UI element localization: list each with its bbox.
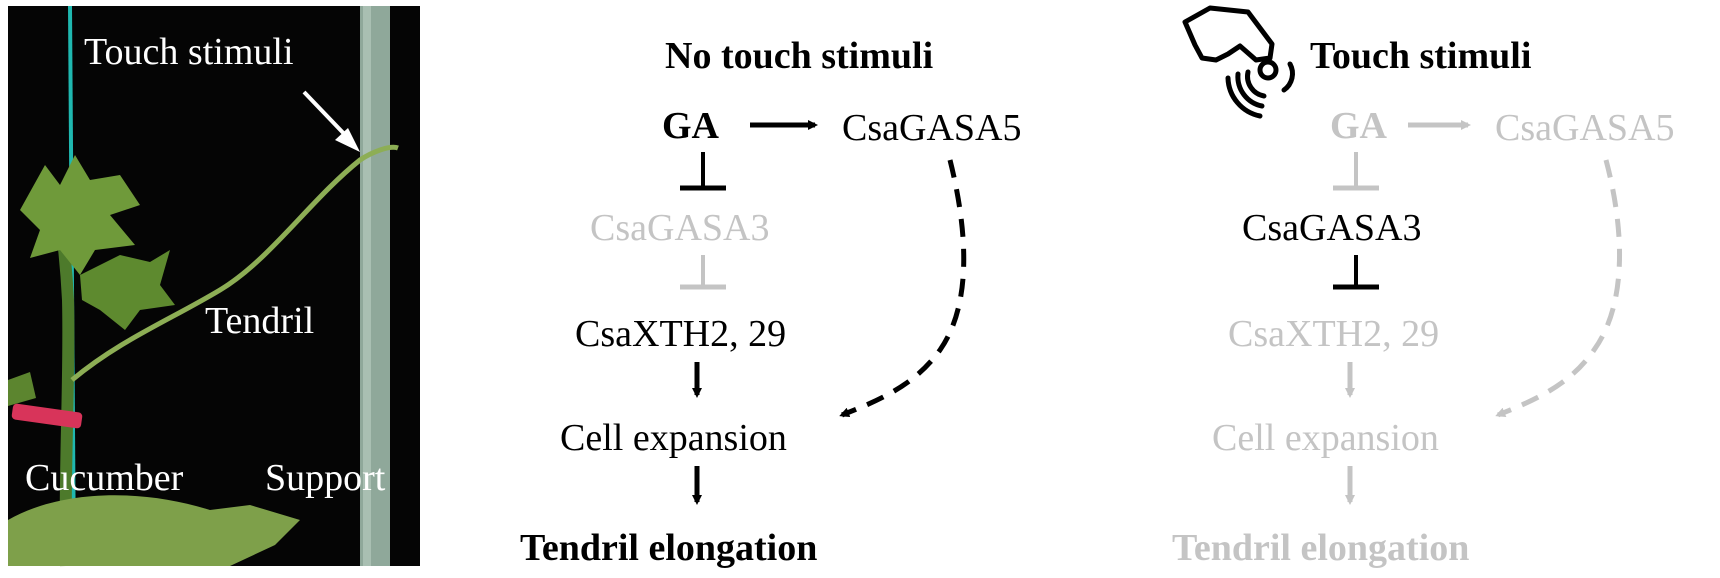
- touch-arrow-head: [335, 128, 360, 152]
- no-touch-gasa3: CsaGASA3: [590, 207, 769, 249]
- left-leaf: [8, 372, 36, 406]
- touch-ga: GA: [1330, 105, 1388, 147]
- red-clip: [11, 403, 83, 429]
- touch-gasa5: CsaGASA5: [1495, 107, 1674, 149]
- cucumber-tendril-photo: Touch stimuli Tendril Cucumber Support: [8, 5, 420, 567]
- touch-arrow: [302, 90, 352, 142]
- no-touch-pathway: No touch stimuli GA CsaGASA5 CsaGASA3 Cs…: [520, 35, 1021, 569]
- touch-gasa5-to-cell-dashed-arrow: [1495, 159, 1623, 418]
- support-pole-highlight: [363, 6, 371, 566]
- photo-label-tendril: Tendril: [205, 300, 314, 342]
- touch-pathway: Touch stimuli GA CsaGASA5 CsaGASA3 CsaXT…: [1172, 5, 1674, 569]
- touch-cell: Cell expansion: [1212, 417, 1439, 459]
- touch-xth: CsaXTH2, 29: [1228, 313, 1439, 355]
- top-leaf: [20, 155, 140, 275]
- no-touch-ga: GA: [662, 105, 720, 147]
- touch-gasa3: CsaGASA3: [1242, 207, 1421, 249]
- photo-background: [8, 6, 420, 566]
- touch-title: Touch stimuli: [1310, 35, 1531, 77]
- middle-leaf: [80, 250, 175, 330]
- no-touch-title: No touch stimuli: [665, 35, 933, 77]
- photo-label-cucumber: Cucumber: [25, 457, 184, 499]
- hand-touch-icon: [1182, 5, 1295, 119]
- photo-label-touch: Touch stimuli: [84, 31, 294, 73]
- bottom-leaf: [8, 495, 300, 566]
- touch-tendril: Tendril elongation: [1172, 527, 1469, 569]
- no-touch-tendril: Tendril elongation: [520, 527, 817, 569]
- photo-label-support: Support: [265, 457, 386, 499]
- no-touch-gasa5-to-cell-dashed-arrow: [839, 159, 967, 418]
- no-touch-xth: CsaXTH2, 29: [575, 313, 786, 355]
- tendril: [70, 144, 399, 382]
- no-touch-gasa5: CsaGASA5: [842, 107, 1021, 149]
- no-touch-cell: Cell expansion: [560, 417, 787, 459]
